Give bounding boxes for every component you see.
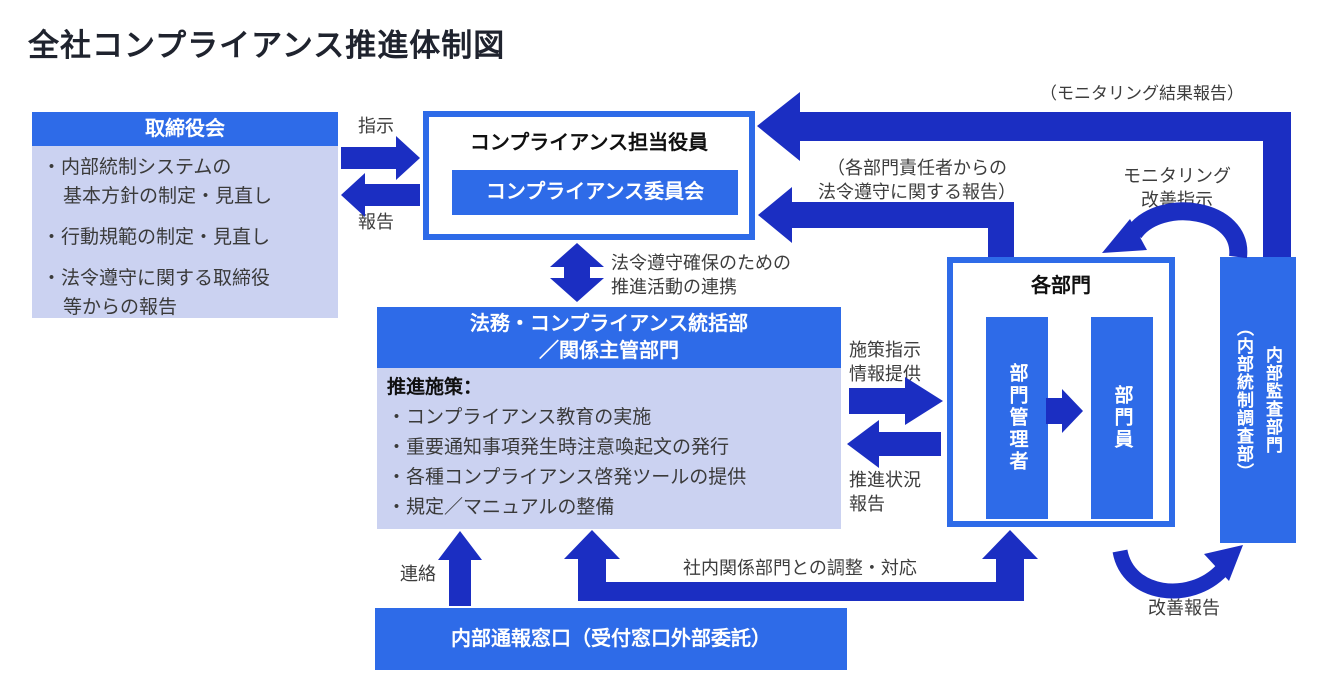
monitoring-improvement-arrowhead [1102,219,1147,253]
department-member-box: 部門員 [1091,317,1153,519]
improvement-report-arrowhead [1204,545,1243,581]
legal-line: ・コンプライアンス教育の実施 [387,407,652,428]
measures-label-line2: 情報提供 [849,364,921,384]
promotion-measures-heading: 推進施策： [387,377,483,398]
page-title: 全社コンプライアンス推進体制図 [28,28,506,63]
departments-title: 各部門 [1031,275,1091,297]
board-line: 等からの報告 [63,297,178,318]
instruction-label: 指示 [358,116,394,136]
board-of-directors-body: ・内部統制システムの 基本方針の制定・見直し ・行動規範の制定・見直し ・法令遵… [32,146,338,318]
legal-compliance-box: 法務・コンプライアンス統括部 ／関係主管部門 推進施策： ・コンプライアンス教育… [377,307,841,529]
cooperation-label: 法令遵守確保のための 推進活動の連携 [611,251,791,299]
progress-label-line2: 報告 [849,494,885,514]
internal-audit-box: 内部監査部門 （内部統制調査部） [1220,257,1296,543]
internal-audit-label-line2: （内部統制調査部） [1234,319,1253,481]
department-manager-box: 部門管理者 [986,317,1048,519]
cooperation-label-line2: 推進活動の連携 [611,277,737,297]
cooperation-double-arrow [550,243,604,302]
monitoring-label-line1: モニタリング [1123,166,1231,186]
monitoring-improvement-label: モニタリング 改善指示 [1113,164,1241,212]
progress-report-label: 推進状況 報告 [849,468,921,516]
departments-box: 各部門 部門管理者 部門員 [947,257,1175,527]
improvement-report-label: 改善報告 [1148,598,1220,618]
legal-title-line1: 法務・コンプライアンス統括部 [469,313,749,335]
measures-instruction-label: 施策指示 情報提供 [849,338,921,386]
progress-report-arrow [847,420,941,468]
coordination-label: 社内関係部門との調整・対応 [683,558,917,578]
compliance-committee-box: コンプライアンス委員会 [452,170,738,215]
contact-label: 連絡 [400,564,436,584]
dept-responsible-report-label: （各部門責任者からの 法令遵守に関する報告） [818,156,1016,204]
board-of-directors-box: 取締役会 ・内部統制システムの 基本方針の制定・見直し ・行動規範の制定・見直し… [32,112,338,318]
legal-compliance-title: 法務・コンプライアンス統括部 ／関係主管部門 [377,307,841,368]
legal-line: ・規定／マニュアルの整備 [387,497,615,518]
instruction-arrow [341,136,420,180]
department-member-label: 部門員 [1111,385,1133,451]
dept-report-label-line2: 法令遵守に関する報告） [818,182,1016,202]
board-line: ・行動規範の制定・見直し [42,227,271,248]
legal-line: ・重要通知事項発生時注意喚起文の発行 [387,437,730,458]
legal-line: ・各種コンプライアンス啓発ツールの提供 [387,467,747,488]
monitoring-label-line2: 改善指示 [1141,190,1213,210]
board-line: 基本方針の制定・見直し [63,186,273,207]
board-line: ・内部統制システムの [42,157,232,178]
contact-arrow [438,531,482,606]
cooperation-label-line1: 法令遵守確保のための [611,253,791,273]
internal-audit-label-line1: 内部監査部門 [1263,346,1282,454]
compliance-officer-title: コンプライアンス担当役員 [469,132,709,154]
board-of-directors-title: 取締役会 [32,112,338,146]
monitoring-result-label: （モニタリング結果報告） [1040,84,1244,103]
measures-label-line1: 施策指示 [849,340,921,360]
improvement-report-curve [1112,549,1228,599]
dept-report-label-line1: （各部門責任者からの [827,158,1007,178]
progress-label-line1: 推進状況 [849,470,921,490]
monitoring-improvement-curve [1126,202,1248,259]
compliance-officer-box: コンプライアンス担当役員 コンプライアンス委員会 [423,111,755,240]
board-line: ・法令遵守に関する取締役 [42,268,271,289]
legal-title-line2: ／関係主管部門 [539,340,679,362]
report-label: 報告 [358,212,394,232]
legal-compliance-body: 推進施策： ・コンプライアンス教育の実施 ・重要通知事項発生時注意喚起文の発行 … [377,368,841,529]
hotline-box: 内部通報窓口（受付窓口外部委託） [375,608,847,670]
department-manager-label: 部門管理者 [1006,363,1028,473]
